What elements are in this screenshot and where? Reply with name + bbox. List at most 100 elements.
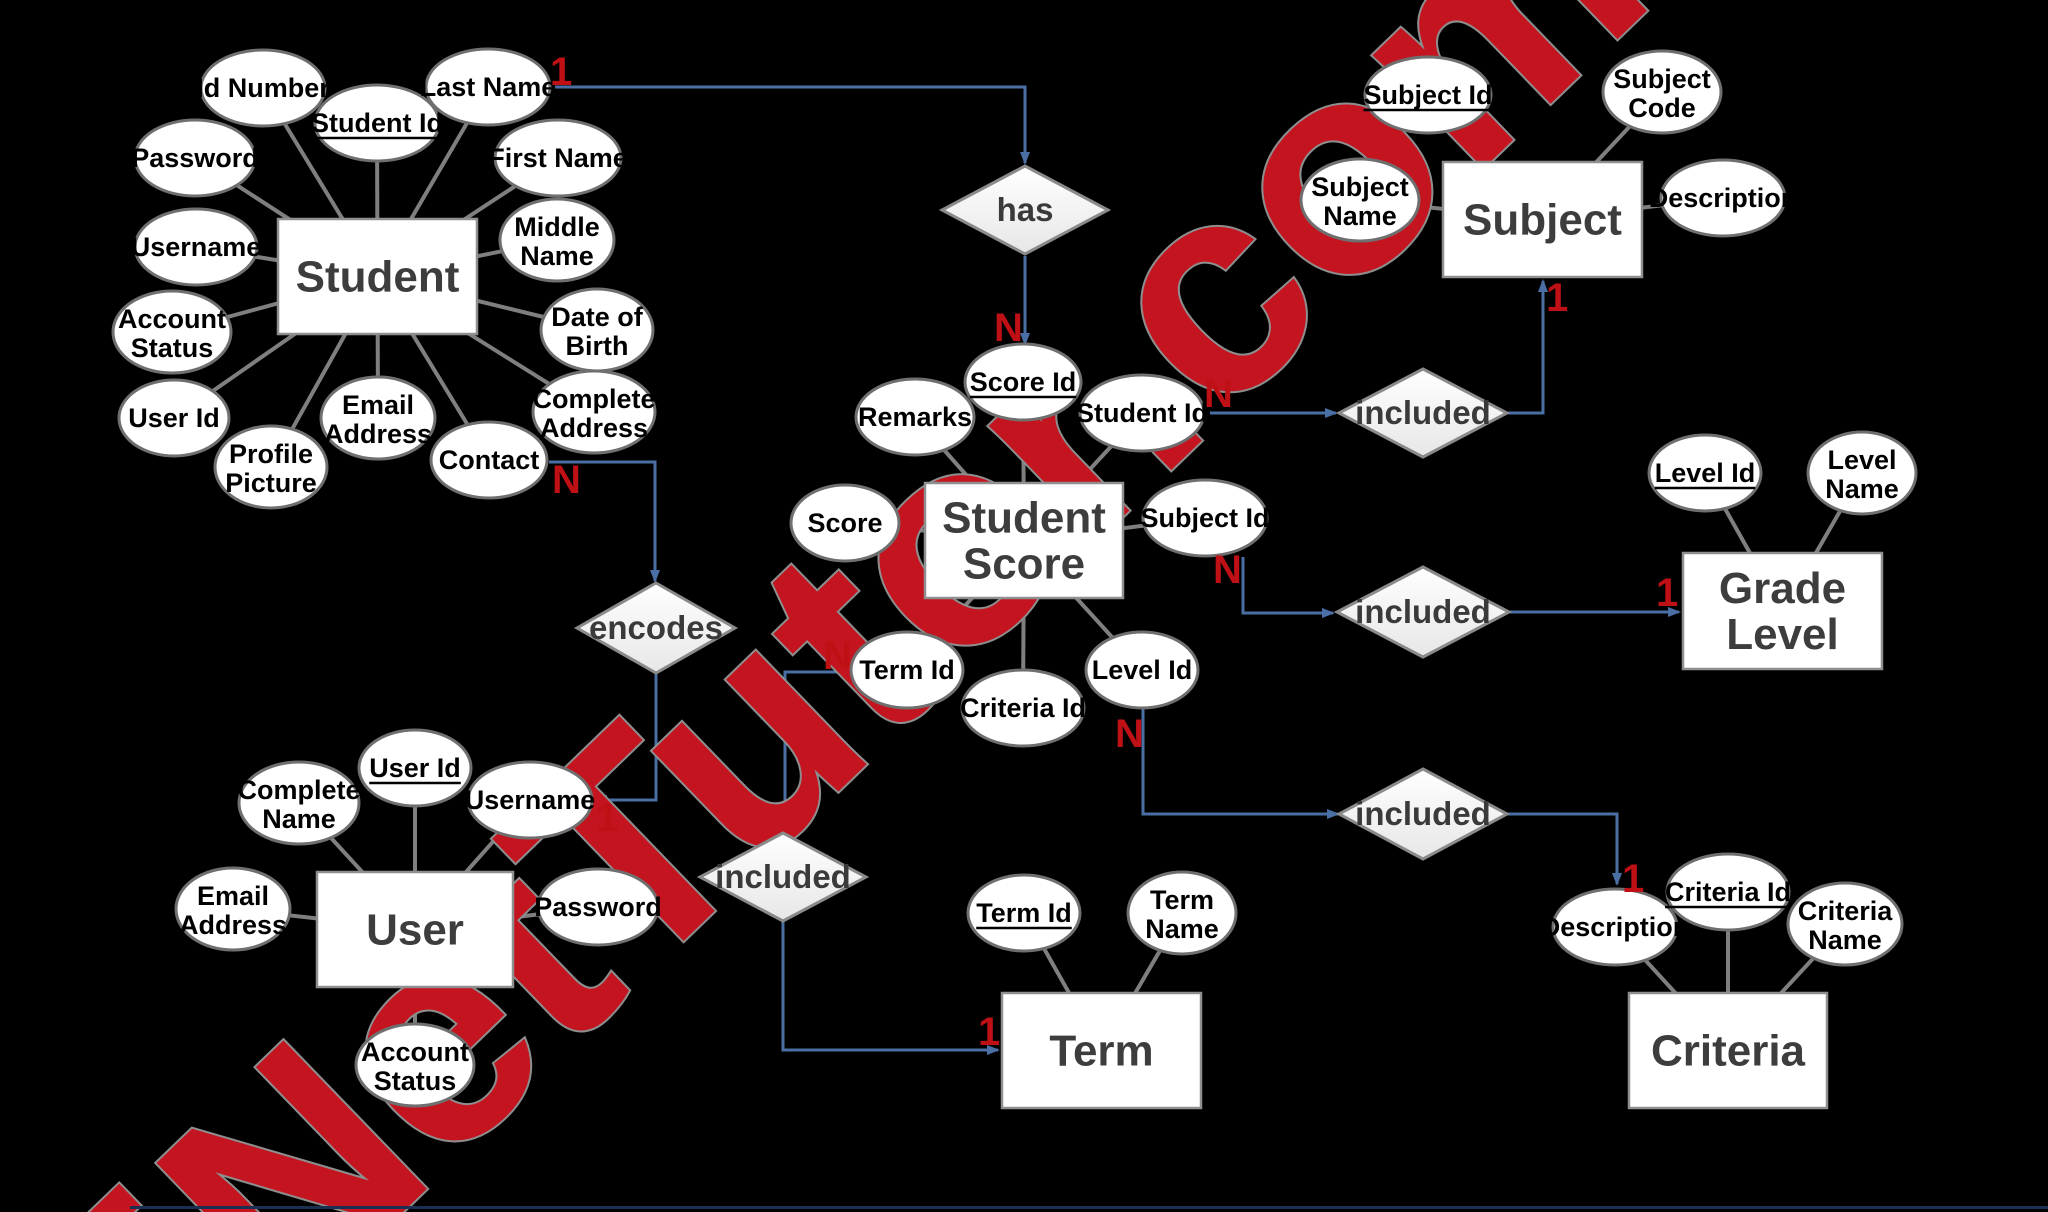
attribute-ellipse-user-account-status bbox=[354, 1022, 476, 1108]
attribute-subject-subject-id: Subject Id bbox=[1363, 55, 1493, 135]
attribute-ellipse-score-remarks bbox=[854, 377, 976, 457]
attribute-student-user-id: User Id bbox=[117, 378, 231, 458]
entity-label-line: User bbox=[366, 906, 464, 955]
attribute-ellipse-user-username bbox=[466, 760, 594, 840]
entity-label-subject: Subject bbox=[1463, 196, 1622, 245]
attribute-ellipse-score-term-id bbox=[849, 630, 965, 710]
attribute-ellipse-score-student-id bbox=[1078, 373, 1206, 453]
attribute-label-student-password: Password bbox=[131, 143, 259, 173]
attribute-ellipse-subject-subject-id bbox=[1363, 55, 1493, 135]
attribute-student-password: Password bbox=[131, 118, 259, 198]
attribute-label-line: Email bbox=[342, 390, 414, 420]
relationship-line-included-subject-to-subject bbox=[1508, 279, 1548, 415]
attribute-label-line: Name bbox=[1145, 914, 1219, 944]
entity-box-subject bbox=[1441, 160, 1644, 279]
attribute-ellipse-student-last-name bbox=[424, 47, 552, 127]
entity-user: User bbox=[315, 870, 515, 989]
attribute-subject-description: Description bbox=[1649, 158, 1797, 238]
relationship-included-grade-level: included bbox=[1333, 565, 1513, 659]
attribute-label-line: Complete bbox=[532, 384, 655, 414]
attribute-ellipse-student-email-address bbox=[319, 375, 437, 461]
attribute-label-line: Name bbox=[262, 804, 336, 834]
entity-label-line: Criteria bbox=[1651, 1027, 1806, 1076]
attribute-label-line: Term bbox=[1150, 885, 1214, 915]
attribute-ellipse-term-term-name bbox=[1126, 870, 1238, 956]
attribute-label-line: Student Id bbox=[1076, 398, 1208, 428]
attribute-label-score-student-id: Student Id bbox=[1076, 398, 1208, 428]
attribute-score-score: Score bbox=[789, 483, 901, 563]
attribute-label-line: Middle bbox=[514, 212, 600, 242]
entity-box-term bbox=[1000, 991, 1203, 1110]
attribute-ellipse-user-user-id bbox=[357, 728, 473, 808]
attribute-label-line: Profile bbox=[229, 439, 313, 469]
relationship-line-score-to-included-criteria bbox=[1141, 709, 1340, 819]
attribute-ellipse-student-complete-address bbox=[531, 369, 657, 455]
attribute-label-line: Subject Id bbox=[1363, 80, 1492, 110]
attribute-label-score-score: Score bbox=[807, 508, 882, 538]
attribute-label-line: Account bbox=[118, 304, 226, 334]
attribute-score-criteria-id: Criteria Id bbox=[960, 668, 1086, 748]
attribute-label-line: Name bbox=[1808, 925, 1882, 955]
bottom-edge-strip bbox=[130, 1206, 2048, 1209]
attribute-term-term-id: Term Id bbox=[966, 873, 1082, 953]
attribute-label-line: Criteria Id bbox=[960, 693, 1086, 723]
attribute-label-line: Username bbox=[131, 232, 262, 262]
attribute-label-student-first-name: First Name bbox=[488, 143, 628, 173]
attribute-ellipse-student-account-status bbox=[111, 289, 233, 375]
attribute-ellipse-subject-subject-code bbox=[1601, 49, 1723, 135]
attribute-criteria-criteria-id: Criteria Id bbox=[1664, 852, 1792, 932]
entity-label-line: Level bbox=[1726, 610, 1839, 659]
relationship-lines bbox=[549, 85, 1681, 1055]
attribute-ellipse-grade-level-name bbox=[1806, 430, 1918, 516]
attribute-label-line: Subject bbox=[1613, 64, 1711, 94]
attribute-score-remarks: Remarks bbox=[854, 377, 976, 457]
attribute-label-line: Student Id bbox=[311, 108, 443, 138]
entity-criteria: Criteria bbox=[1627, 991, 1829, 1110]
relationship-diamond-included-grade-level bbox=[1333, 565, 1513, 659]
entity-label-student: Student bbox=[296, 253, 460, 302]
attribute-ellipse-score-score bbox=[789, 483, 901, 563]
attribute-score-score-id: Score Id bbox=[963, 342, 1083, 422]
attribute-ellipse-student-id-number bbox=[199, 48, 327, 128]
relationship-encodes: encodes bbox=[573, 581, 739, 675]
attribute-label-line: Term Id bbox=[976, 898, 1072, 928]
relationship-line-score-to-included-term bbox=[780, 670, 844, 832]
attribute-ellipse-student-user-id bbox=[117, 378, 231, 458]
relationship-diamond-included-criteria bbox=[1335, 767, 1511, 861]
cardinality-label: N bbox=[1115, 712, 1144, 756]
entity-label-line: Student bbox=[942, 494, 1106, 543]
attribute-ellipse-user-email-address bbox=[174, 866, 292, 952]
relationship-diamond-has bbox=[938, 164, 1112, 256]
attribute-student-contact: Contact bbox=[429, 420, 549, 500]
attribute-label-line: Name bbox=[1825, 474, 1899, 504]
attribute-ellipse-student-contact bbox=[429, 420, 549, 500]
relationship-diamond-included-subject bbox=[1335, 367, 1511, 459]
entity-box-criteria bbox=[1627, 991, 1829, 1110]
cardinality-label: N bbox=[1213, 548, 1242, 592]
cardinality-label: 1 bbox=[978, 1010, 1000, 1054]
attribute-label-line: Code bbox=[1628, 93, 1696, 123]
attribute-user-password: Password bbox=[534, 867, 662, 947]
attribute-ellipse-criteria-criteria-name bbox=[1786, 881, 1904, 967]
attribute-label-score-criteria-id: Criteria Id bbox=[960, 693, 1086, 723]
entity-student: Student bbox=[276, 217, 479, 336]
cardinality-label: N bbox=[823, 634, 852, 678]
attribute-label-line: Birth bbox=[566, 331, 629, 361]
relationship-label-included-term: included bbox=[715, 858, 851, 895]
attribute-label-user-username: Username bbox=[465, 785, 596, 815]
attribute-label-line: Password bbox=[534, 892, 662, 922]
